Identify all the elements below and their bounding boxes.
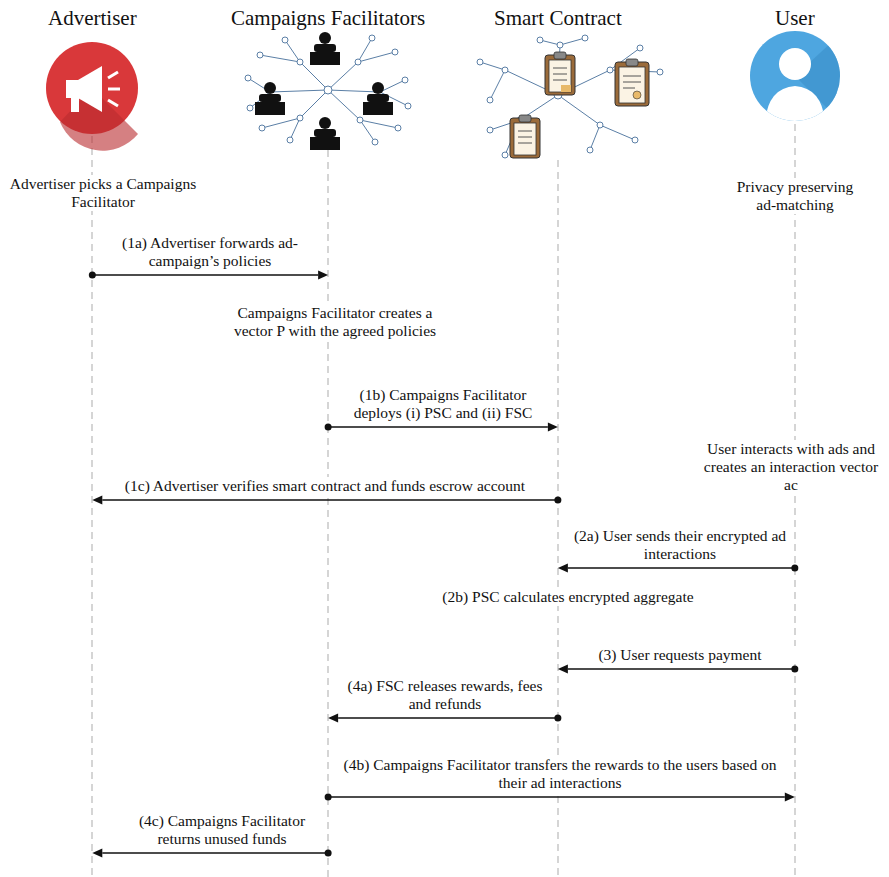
user-icon (750, 30, 845, 126)
network-icon (245, 35, 411, 145)
lifelines (92, 124, 795, 877)
message-arrow (92, 496, 561, 505)
note-text: Campaigns Facilitator creates a vector P… (223, 304, 448, 340)
message-label: (2a) User sends their encrypted ad inter… (570, 527, 790, 563)
message-label: (1a) Advertiser forwards ad-campaign’s p… (100, 234, 320, 270)
note-text: User interacts with ads and creates an i… (696, 440, 886, 494)
actor-head: User (769, 4, 821, 32)
facilitator-figures (255, 32, 393, 150)
message-label: (3) User requests payment (560, 646, 800, 664)
message-arrow (89, 271, 328, 280)
note-text: (2b) PSC calculates encrypted aggregate (433, 588, 703, 606)
message-arrow (325, 793, 795, 802)
actor-name: Campaigns Facilitators (231, 6, 425, 30)
message-arrow (328, 714, 561, 723)
note-text: Advertiser picks a Campaigns Facilitator (3, 175, 203, 211)
actor-head: Advertiser (42, 4, 143, 32)
actor-head: Smart Contract (488, 4, 628, 32)
actor-head: Campaigns Facilitators (225, 4, 431, 32)
message-label: (1b) Campaigns Facilitator deploys (i) P… (333, 386, 553, 422)
message-label: (4b) Campaigns Facilitator transfers the… (335, 756, 785, 792)
contract-network-icon (477, 35, 663, 158)
message-label: (4a) FSC releases rewards, fees and refu… (340, 677, 550, 713)
message-label: (4c) Campaigns Facilitator returns unuse… (122, 812, 322, 848)
message-arrow (558, 564, 798, 573)
message-label: (1c) Advertiser verifies smart contract … (110, 477, 540, 495)
message-arrow (325, 423, 558, 432)
contract-documents (510, 52, 649, 158)
message-arrow (92, 849, 331, 858)
megaphone-icon (46, 42, 138, 151)
actor-name: Smart Contract (494, 6, 622, 30)
message-arrow (558, 665, 798, 674)
actor-name: Advertiser (48, 6, 137, 30)
note-text: Privacy preserving ad-matching (725, 178, 865, 214)
actor-name: User (775, 6, 815, 30)
